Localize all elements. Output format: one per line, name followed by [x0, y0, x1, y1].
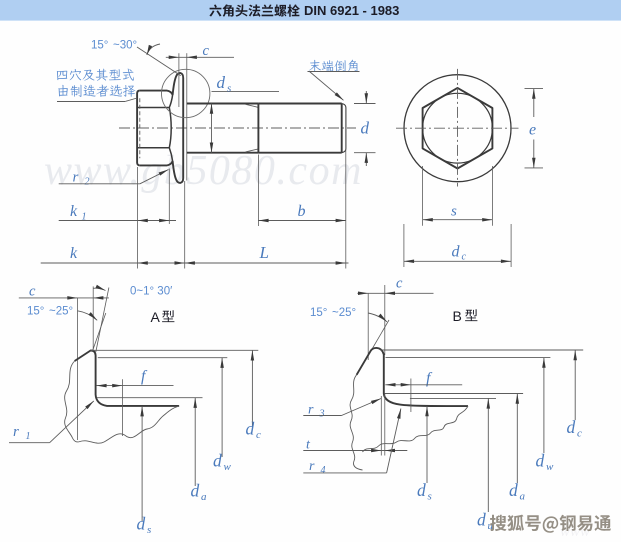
svg-text:1: 1 [82, 212, 87, 223]
svg-text:15°: 15° [91, 40, 108, 52]
svg-text:f: f [426, 370, 433, 387]
svg-text:d: d [361, 119, 370, 138]
svg-text:w: w [224, 461, 232, 473]
svg-text:d: d [536, 451, 545, 471]
svg-text:u: u [488, 520, 494, 532]
svg-text:d: d [213, 451, 222, 471]
svg-text:www.gb5080.com: www.gb5080.com [44, 148, 363, 194]
svg-text:3: 3 [319, 409, 325, 420]
svg-text:f: f [141, 368, 148, 385]
svg-text:A: A [151, 309, 161, 325]
svg-text:15°: 15° [310, 307, 327, 319]
svg-text:15°: 15° [27, 306, 44, 318]
svg-text:4: 4 [321, 465, 326, 476]
svg-text:e: e [529, 122, 536, 139]
svg-text:c: c [577, 428, 582, 440]
svg-text:~25°: ~25° [49, 306, 73, 318]
svg-text:r: r [308, 403, 314, 418]
svg-text:r: r [309, 459, 315, 474]
svg-text:1: 1 [26, 431, 31, 442]
svg-text:k: k [70, 203, 78, 220]
svg-text:d: d [217, 73, 226, 92]
svg-text:DIN 6921 - 1983: DIN 6921 - 1983 [304, 3, 399, 18]
svg-text:d: d [191, 481, 200, 501]
svg-text:~25°: ~25° [332, 307, 356, 319]
svg-text:a: a [201, 491, 207, 503]
svg-text:s: s [451, 204, 457, 220]
svg-text:d: d [246, 419, 255, 439]
svg-text:s: s [428, 491, 432, 503]
svg-text:d: d [137, 514, 146, 534]
svg-text:B: B [453, 308, 462, 324]
svg-text:r: r [73, 170, 79, 186]
svg-text:c: c [203, 43, 210, 59]
svg-text:s: s [227, 83, 231, 95]
svg-text:r: r [13, 424, 19, 440]
svg-text:~30°: ~30° [113, 40, 137, 52]
svg-text:a: a [520, 491, 526, 503]
svg-text:0~1° 30′: 0~1° 30′ [130, 286, 172, 298]
svg-text:d: d [417, 480, 426, 500]
svg-text:k: k [70, 245, 78, 262]
svg-text:c: c [256, 429, 261, 441]
svg-text:d: d [477, 510, 486, 530]
svg-text:c: c [462, 252, 467, 263]
svg-text:d: d [452, 244, 461, 261]
svg-text:d: d [567, 417, 576, 437]
svg-text:s: s [147, 524, 151, 536]
svg-text:L: L [259, 243, 269, 262]
svg-text:w: w [546, 461, 554, 473]
svg-text:b: b [298, 203, 306, 220]
svg-text:c: c [29, 284, 36, 300]
svg-text:2: 2 [85, 177, 90, 188]
svg-text:c: c [396, 276, 403, 292]
svg-text:t: t [306, 438, 311, 453]
svg-text:d: d [509, 480, 518, 500]
